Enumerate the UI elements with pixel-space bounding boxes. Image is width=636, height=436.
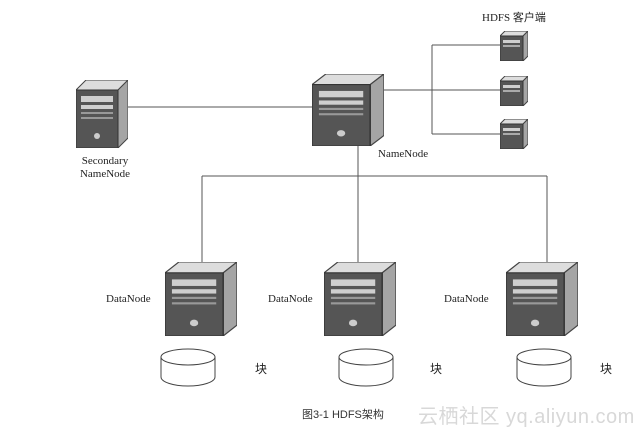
server-tower-icon: [76, 80, 128, 148]
client-computer-icon: [500, 119, 528, 149]
secondary-namenode-label-line2: NameNode: [79, 168, 131, 180]
secondary-namenode-label: Secondary NameNode: [70, 155, 140, 181]
secondary-namenode-label-line1: Secondary: [81, 155, 129, 167]
server-tower-icon: [324, 262, 396, 336]
datanode-label: DataNode: [444, 293, 489, 305]
block-label: 块: [255, 362, 268, 376]
client-computer-icon: [500, 31, 528, 61]
figure-caption: 图3-1 HDFS架构: [302, 409, 384, 421]
client-computer-icon: [500, 76, 528, 106]
namenode-label: NameNode: [378, 148, 429, 160]
server-tower-icon: [506, 262, 578, 336]
datanode-label: DataNode: [268, 293, 313, 305]
disk-storage-icon: [338, 348, 394, 387]
disk-storage-icon: [160, 348, 216, 387]
server-tower-icon: [165, 262, 237, 336]
hdfs-client-label: HDFS 客户端: [482, 12, 546, 24]
disk-storage-icon: [516, 348, 572, 387]
block-label: 块: [600, 362, 613, 376]
datanode-label: DataNode: [106, 293, 151, 305]
watermark: 云栖社区 yq.aliyun.com: [418, 406, 635, 428]
server-tower-icon: [312, 74, 384, 146]
block-label: 块: [430, 362, 443, 376]
